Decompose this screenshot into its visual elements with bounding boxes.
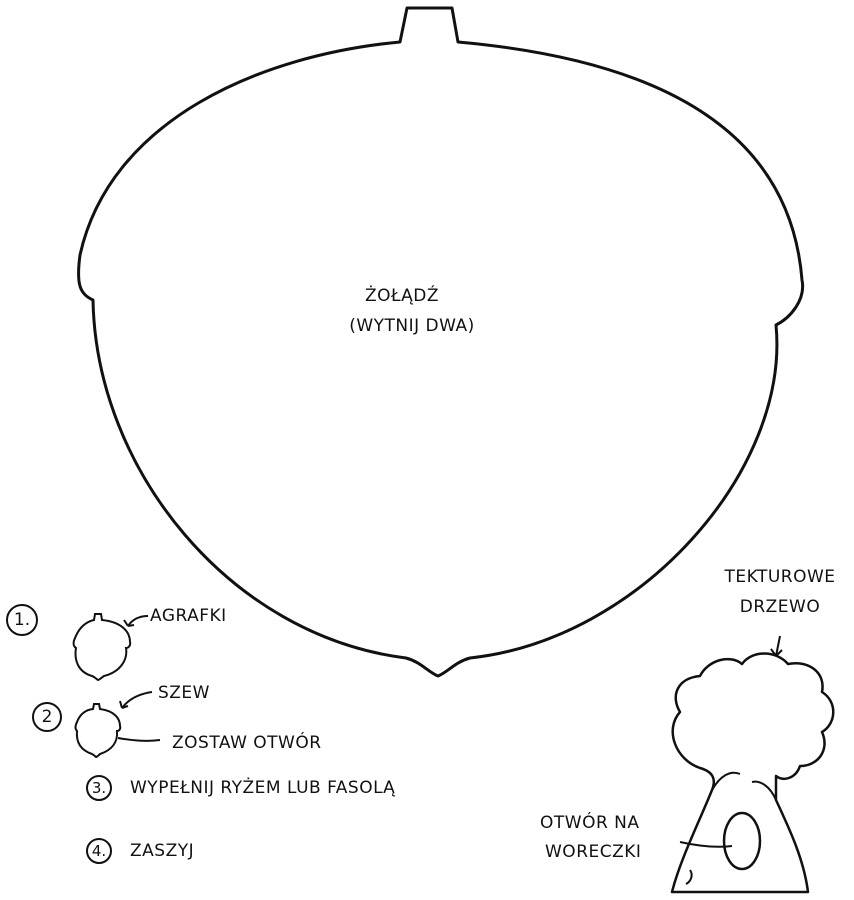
step-2-number: 2 bbox=[41, 707, 53, 727]
arrow-tree-label bbox=[770, 635, 783, 657]
small-acorn-icon-1 bbox=[72, 613, 132, 682]
arrow-otwor bbox=[117, 737, 161, 742]
tree-hole bbox=[722, 811, 762, 871]
cardboard-tree-icon bbox=[670, 652, 835, 894]
arrow-szew bbox=[119, 691, 153, 709]
step-2-text-2: ZOSTAW OTWÓR bbox=[172, 733, 322, 753]
step-4-circle bbox=[86, 838, 112, 864]
acorn-outline bbox=[77, 6, 805, 678]
step-4-number: 4. bbox=[91, 842, 107, 860]
step-3-number: 3. bbox=[91, 779, 107, 797]
step-3-circle bbox=[86, 775, 112, 801]
tree-label-line-2: DRZEWO bbox=[739, 597, 821, 617]
small-acorn-icon-2 bbox=[74, 703, 122, 759]
hole-label-line-1: OTWÓR NA bbox=[540, 813, 640, 833]
hole-label-line-2: WORECZKI bbox=[545, 842, 642, 862]
arrow-agrafki bbox=[123, 615, 149, 627]
acorn-title: ŻOŁĄDŹ bbox=[365, 286, 439, 306]
step-1-text: AGRAFKI bbox=[150, 606, 227, 626]
acorn-subtitle: (WYTNIJ DWA) bbox=[349, 316, 475, 336]
arrow-hole-label bbox=[679, 841, 733, 848]
step-1-circle bbox=[6, 604, 38, 636]
step-1-number: 1. bbox=[13, 610, 31, 630]
step-3-text: WYPEŁNIJ RYŻEM LUB FASOLĄ bbox=[130, 778, 396, 798]
step-4-text: ZASZYJ bbox=[130, 841, 195, 861]
tree-label-line-1: TEKTUROWE bbox=[724, 567, 836, 587]
step-2-circle bbox=[32, 702, 62, 732]
step-2-text: SZEW bbox=[158, 683, 210, 703]
